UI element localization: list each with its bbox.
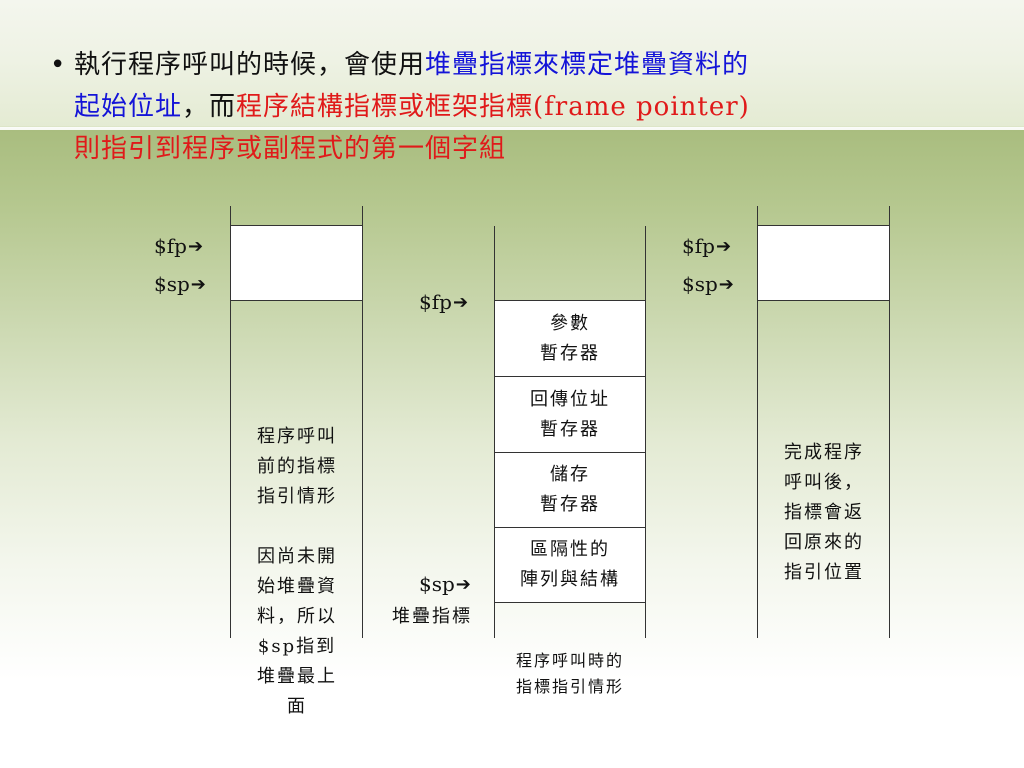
- stack3-top-frame: [757, 225, 890, 301]
- stack1-top-frame: [230, 225, 363, 301]
- caption-line: 呼叫後，: [784, 472, 864, 493]
- bullet-seg-4: ，而: [182, 92, 237, 122]
- caption-line: 回原來的: [784, 532, 864, 553]
- stack3-fp-label: $fp: [682, 234, 715, 258]
- stack2-cell-saved-registers: 儲存 暫存器: [494, 452, 646, 528]
- caption-line: 指引位置: [784, 562, 864, 583]
- stack1-caption: 程序呼叫 前的指標 指引情形 因尚未開 始堆疊資 料，所以 $sp指到 堆疊最上…: [232, 422, 362, 722]
- stack3-caption: 完成程序 呼叫後， 指標會返 回原來的 指引位置: [759, 438, 889, 588]
- caption-line: 完成程序: [784, 442, 864, 463]
- stack3-fp-pointer: $fp➔: [682, 234, 731, 258]
- stack3-left-wall: [757, 206, 758, 638]
- stack2-sp-label: $sp: [419, 572, 455, 596]
- arrow-right-icon: ➔: [190, 273, 206, 295]
- caption-line: 料，所以: [257, 606, 337, 627]
- arrow-right-icon: ➔: [187, 235, 204, 257]
- cell-line: 暫存器: [540, 494, 600, 515]
- caption-line: 程序呼叫: [257, 426, 337, 447]
- cell-line: 陣列與結構: [520, 569, 620, 590]
- stack1-left-wall: [230, 206, 231, 638]
- bullet-paragraph: • 執行程序呼叫的時候，會使用堆疊指標來標定堆疊資料的 起始位址，而程序結構指標…: [50, 44, 994, 170]
- stack1-sp-pointer: $sp➔: [154, 272, 206, 296]
- stack1-fp-label: $fp: [154, 234, 187, 258]
- stack2-fp-pointer: $fp➔: [419, 290, 468, 314]
- stack3-right-wall: [889, 206, 890, 638]
- bullet-seg-5: 程序結構指標或框架指標(frame pointer): [236, 92, 750, 122]
- stack2-cell-local-arrays: 區隔性的 陣列與結構: [494, 527, 646, 603]
- caption-line: 堆疊指標: [392, 606, 472, 627]
- stack1-fp-pointer: $fp➔: [154, 234, 203, 258]
- cell-line: 回傳位址: [530, 388, 610, 410]
- arrow-right-icon: ➔: [715, 235, 732, 257]
- stack2-caption: 程序呼叫時的 指標指引情形: [470, 648, 670, 700]
- cell-line: 暫存器: [540, 418, 600, 440]
- bullet-seg-6: 則指引到程序或副程式的第一個字組: [74, 134, 507, 164]
- stack2-fp-label: $fp: [419, 290, 452, 314]
- cell-line: 區隔性的: [530, 539, 610, 560]
- bullet-dot: •: [50, 50, 67, 80]
- cell-line: 儲存: [550, 464, 590, 485]
- caption-line: 面: [287, 696, 307, 717]
- stack2-cell-return-address: 回傳位址 暫存器: [494, 376, 646, 453]
- caption-line: 指標指引情形: [515, 677, 624, 696]
- stack3-sp-pointer: $sp➔: [682, 272, 734, 296]
- cell-line: 參數: [550, 312, 590, 334]
- stack2-sp-pointer: $sp➔: [419, 572, 471, 596]
- stack3-sp-label: $sp: [682, 272, 718, 296]
- bullet-seg-2: 堆疊指標來標定堆疊資料的: [425, 50, 750, 80]
- caption-line: 前的指標: [257, 456, 337, 477]
- caption-line: 指引情形: [257, 486, 337, 507]
- caption-line: 始堆疊資: [257, 576, 337, 597]
- arrow-right-icon: ➔: [718, 273, 734, 295]
- stack1-sp-label: $sp: [154, 272, 190, 296]
- bullet-seg-1: 執行程序呼叫的時候，會使用: [74, 50, 426, 80]
- caption-line: 因尚未開: [257, 546, 337, 567]
- caption-line: 指標會返: [784, 502, 864, 523]
- stack2-sp-subtitle: 堆疊指標: [376, 602, 488, 632]
- cell-line: 暫存器: [540, 342, 600, 364]
- stack2-cell-args: 參數 暫存器: [494, 300, 646, 377]
- caption-line: 堆疊最上: [257, 666, 337, 687]
- caption-spacer: [232, 512, 362, 542]
- stack1-right-wall: [362, 206, 363, 638]
- caption-line: 程序呼叫時的: [515, 651, 624, 670]
- arrow-right-icon: ➔: [452, 291, 469, 313]
- arrow-right-icon: ➔: [455, 573, 471, 595]
- bullet-seg-3: 起始位址: [74, 92, 183, 122]
- caption-line: $sp指到: [257, 636, 337, 657]
- header-divider: [0, 127, 1024, 130]
